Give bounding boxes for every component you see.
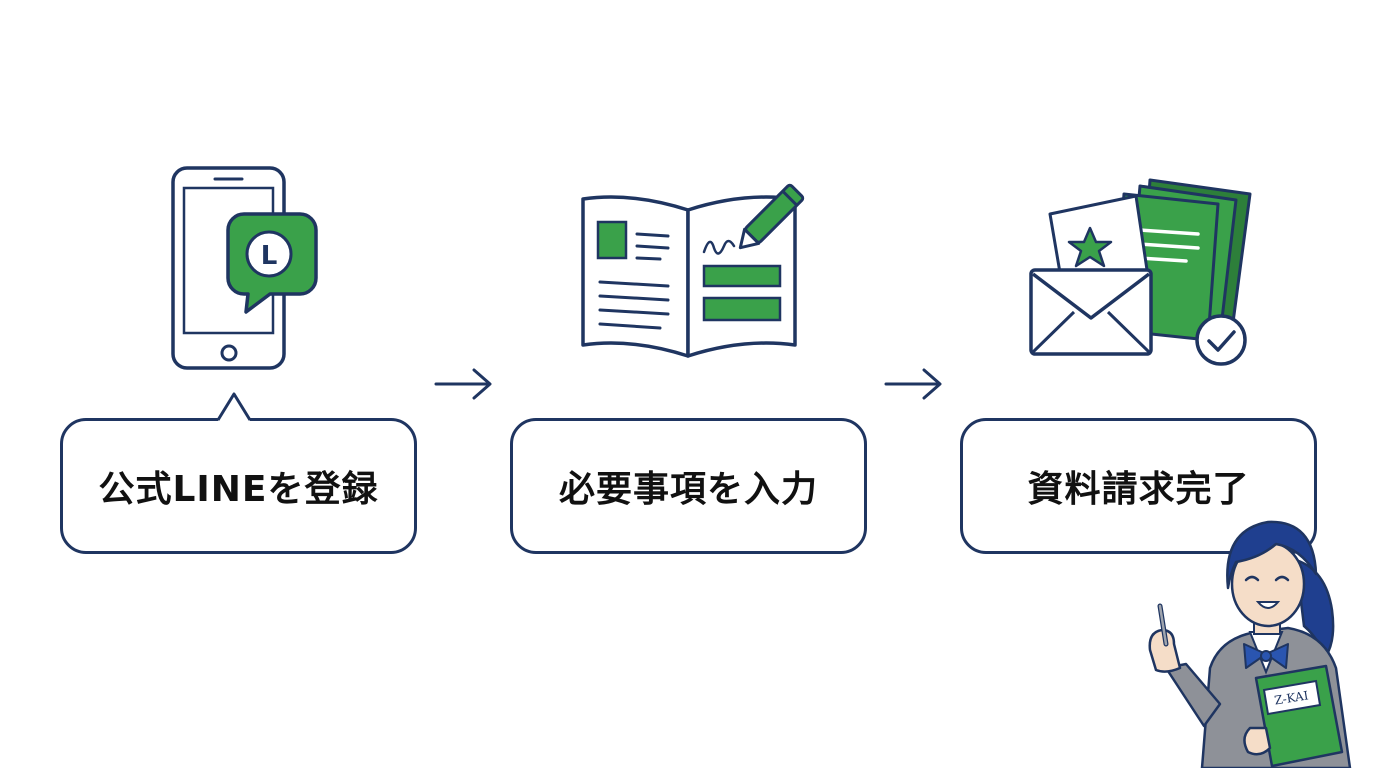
- envelope-documents-check-icon: [1029, 178, 1252, 366]
- step-label-3: 資料請求完了: [1027, 469, 1250, 510]
- arrow-right-icon: [434, 368, 492, 400]
- form-book-pencil-icon: [581, 183, 805, 358]
- step-label-2: 必要事項を入力: [558, 469, 818, 510]
- smartphone-line-icon: L: [171, 166, 318, 370]
- arrow-right-icon: [884, 368, 942, 400]
- step-box-3: 資料請求完了: [960, 418, 1317, 554]
- line-badge-letter: L: [261, 241, 278, 271]
- step-box-2: 必要事項を入力: [510, 418, 867, 554]
- step-box-1: 公式LINEを登録: [60, 418, 417, 554]
- step-label-1: 公式LINEを登録: [98, 469, 379, 510]
